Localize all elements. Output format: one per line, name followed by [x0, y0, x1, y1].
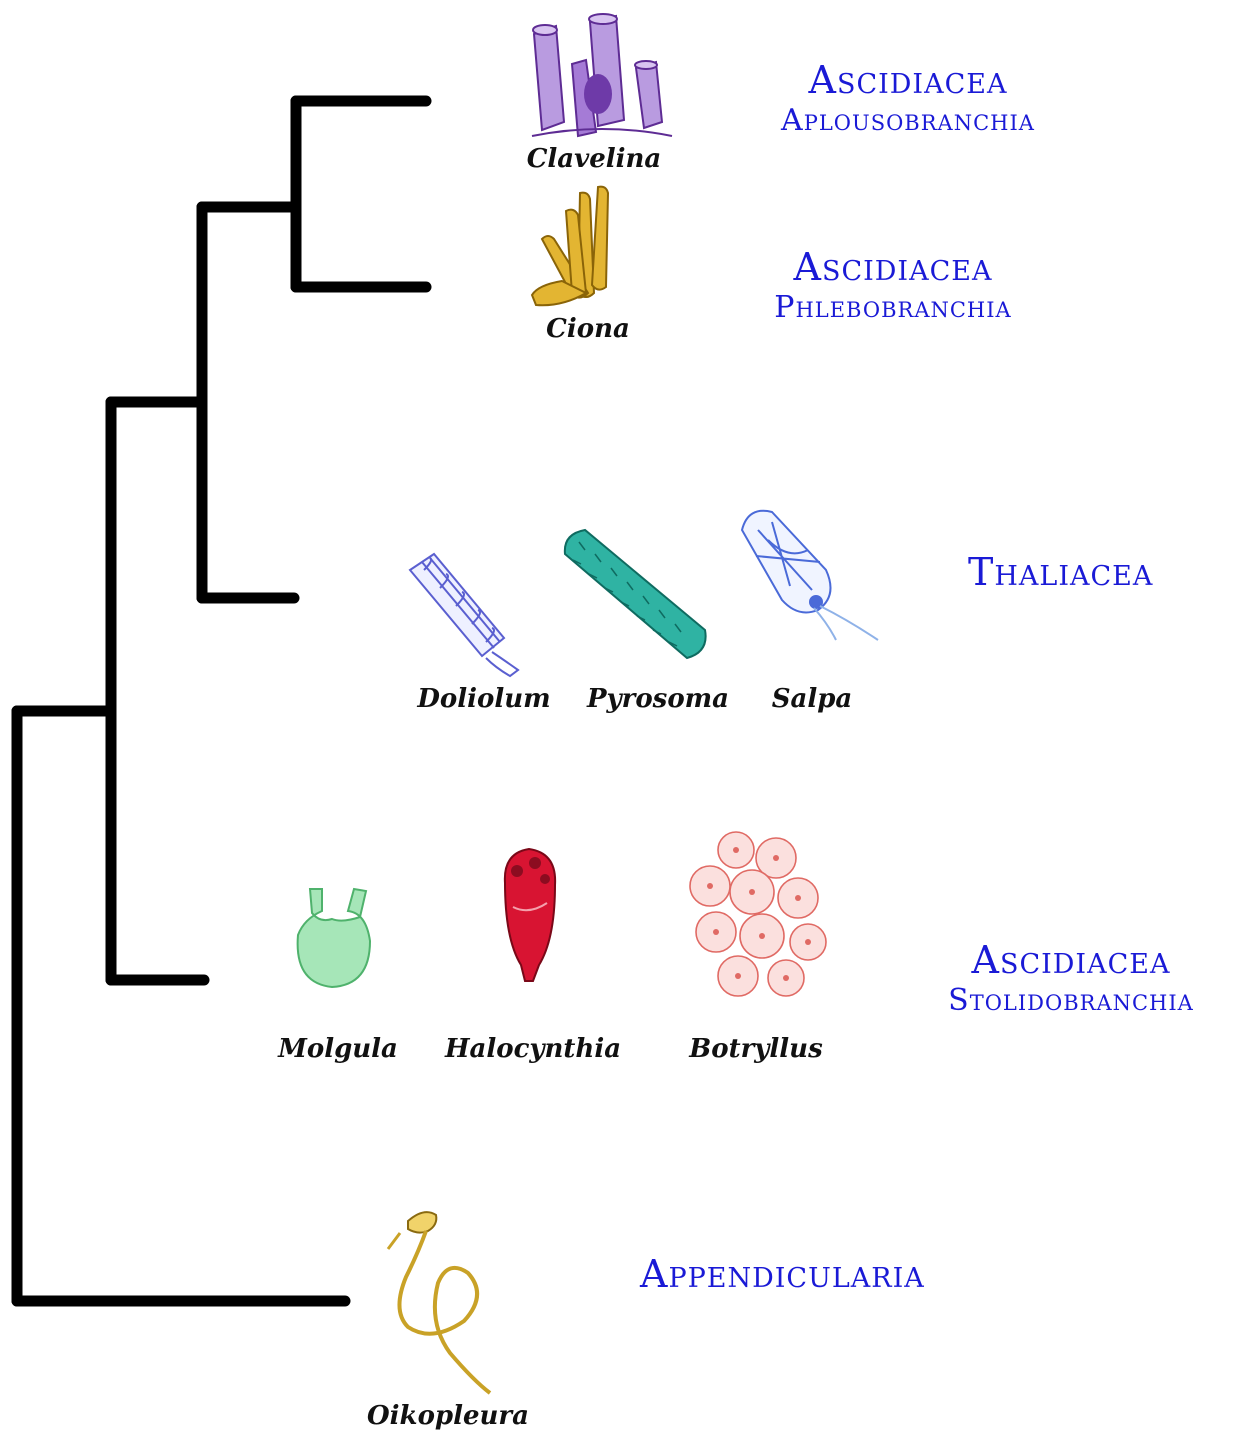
taxon-label-salpa: Salpa	[772, 684, 853, 714]
clade-label-aplousobranchia: Ascidiacea Aplousobranchia	[746, 58, 1070, 140]
clade-main-ascidiacea: Ascidiacea	[741, 245, 1045, 289]
taxon-label-botryllus: Botryllus	[689, 1034, 822, 1064]
salpa-illustration	[728, 500, 888, 650]
taxon-label-halocynthia: Halocynthia	[445, 1034, 621, 1064]
halocynthia-illustration	[495, 843, 565, 988]
pyrosoma-illustration	[555, 520, 715, 670]
oikopleura-illustration	[378, 1203, 508, 1403]
clade-main-ascidiacea: Ascidiacea	[912, 938, 1230, 982]
clade-label-thaliacea: Thaliacea	[968, 550, 1153, 594]
taxon-label-molgula: Molgula	[278, 1034, 398, 1064]
taxon-label-doliolum: Doliolum	[417, 684, 550, 714]
clade-sub-stolidobranchia: Stolidobranchia	[912, 982, 1230, 1020]
clade-main-thaliacea: Thaliacea	[968, 550, 1153, 594]
clade-label-phlebobranchia: Ascidiacea Phlebobranchia	[741, 245, 1045, 327]
taxon-label-clavelina: Clavelina	[527, 144, 662, 174]
clade-sub-aplousobranchia: Aplousobranchia	[746, 102, 1070, 140]
molgula-illustration	[282, 883, 382, 993]
botryllus-illustration	[676, 828, 836, 1003]
clade-label-appendicularia: Appendicularia	[640, 1252, 925, 1296]
clade-main-ascidiacea: Ascidiacea	[746, 58, 1070, 102]
clade-sub-phlebobranchia: Phlebobranchia	[741, 289, 1045, 327]
doliolum-illustration	[400, 548, 530, 678]
clade-main-appendicularia: Appendicularia	[640, 1252, 925, 1296]
ciona-illustration	[522, 183, 632, 313]
taxon-label-ciona: Ciona	[546, 314, 630, 344]
clavelina-illustration	[512, 4, 692, 144]
clade-label-stolidobranchia: Ascidiacea Stolidobranchia	[912, 938, 1230, 1020]
taxon-label-pyrosoma: Pyrosoma	[587, 684, 729, 714]
taxon-label-oikopleura: Oikopleura	[367, 1401, 529, 1431]
